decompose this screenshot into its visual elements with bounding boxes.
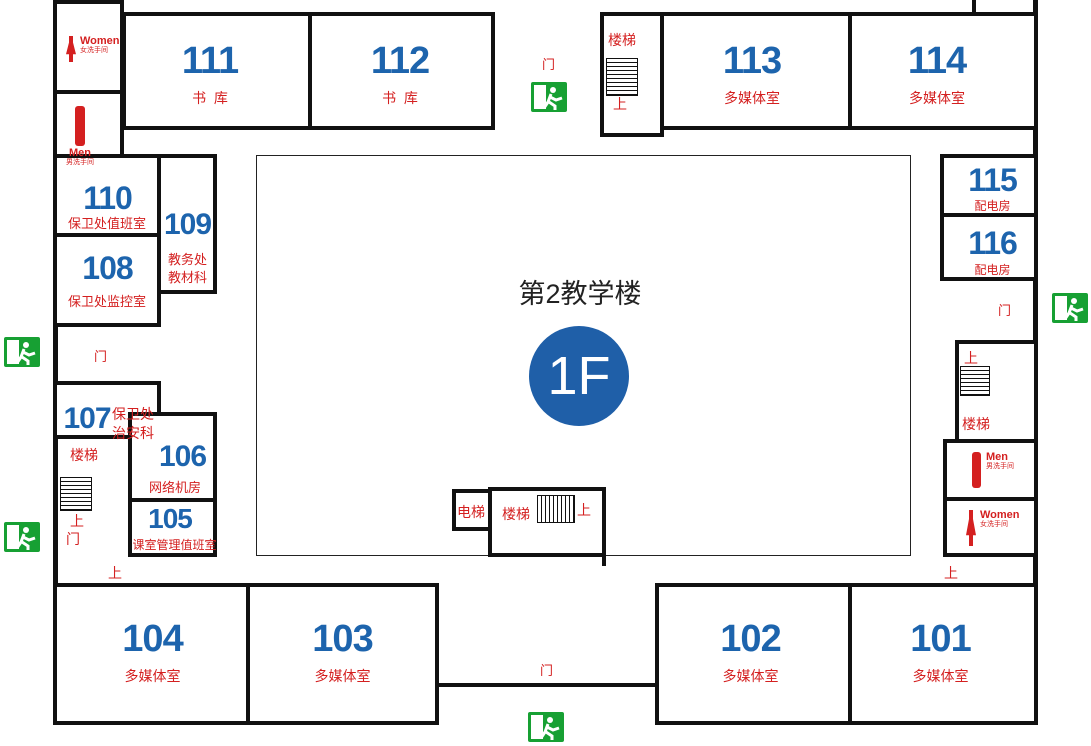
stairs-icon — [606, 58, 638, 96]
up-label: 上 — [108, 565, 122, 581]
room-number: 113 — [722, 40, 782, 82]
door-label: 门 — [94, 349, 108, 364]
up-label: 上 — [613, 96, 627, 112]
men-sign: Men 男洗手间 — [66, 106, 94, 168]
women-sign: Women 女洗手间 — [66, 35, 120, 62]
floor-badge: 1F — [529, 326, 629, 426]
men-label-zh: 男洗手间 — [986, 463, 1014, 470]
men-label: Men — [69, 147, 91, 159]
room-number: 116 — [968, 225, 1018, 261]
room-name: 书 库 — [382, 90, 418, 106]
emergency-exit-icon[interactable] — [4, 522, 40, 552]
room-number: 115 — [968, 162, 1018, 198]
room-name: 多媒体室 — [724, 90, 780, 106]
stairs-label: 楼梯 — [502, 506, 530, 522]
men-label-zh: 男洗手间 — [66, 159, 94, 166]
stairs-icon — [960, 366, 990, 396]
up-label: 上 — [964, 350, 978, 366]
room-number: 114 — [907, 40, 967, 82]
room-108[interactable] — [53, 233, 161, 327]
room-106[interactable] — [128, 412, 217, 502]
women-restroom-left[interactable] — [53, 0, 124, 94]
stairs-icon — [60, 477, 92, 511]
floor-label: 1F — [547, 346, 611, 406]
women-label: Women — [980, 509, 1020, 521]
room-number: 105 — [148, 503, 193, 534]
room-name: 多媒体室 — [314, 668, 371, 684]
wall — [972, 0, 976, 14]
room-number: 108 — [82, 250, 133, 286]
wall — [437, 683, 659, 687]
room-number: 101 — [910, 618, 971, 660]
room-name: 保卫处监控室 — [67, 294, 146, 309]
room-name: 网络机房 — [148, 480, 201, 495]
women-sign: Women 女洗手间 — [966, 509, 1020, 546]
room-number: 104 — [122, 618, 183, 660]
women-label: Women — [80, 35, 120, 47]
elevator-label: 电梯 — [457, 504, 485, 520]
room-102[interactable] — [655, 583, 852, 725]
wall — [53, 0, 58, 725]
room-name: 教务处 — [167, 252, 207, 267]
room-name: 教材科 — [167, 270, 207, 285]
women-label-zh: 女洗手间 — [80, 47, 108, 54]
stairs-label: 楼梯 — [608, 32, 636, 48]
room-name: 配电房 — [974, 199, 1011, 213]
room-name: 保卫处 — [112, 406, 154, 422]
room-111[interactable] — [122, 12, 312, 130]
women-label-zh: 女洗手间 — [980, 521, 1008, 528]
up-label: 上 — [944, 565, 958, 581]
room-number: 109 — [163, 208, 212, 241]
room-109[interactable] — [157, 154, 217, 294]
room-105[interactable] — [128, 498, 217, 557]
room-number: 102 — [720, 618, 781, 660]
emergency-exit-icon[interactable] — [528, 712, 564, 742]
room-name: 多媒体室 — [912, 668, 969, 684]
room-number: 106 — [158, 440, 207, 473]
emergency-exit-icon[interactable] — [531, 82, 567, 112]
stairs-label: 楼梯 — [962, 416, 990, 432]
up-label: 上 — [70, 513, 84, 529]
door-label: 门 — [540, 663, 554, 678]
room-number: 110 — [83, 180, 133, 216]
stairs-icon — [537, 495, 575, 523]
room-107[interactable] — [53, 381, 161, 439]
wall — [602, 520, 606, 566]
wall — [53, 555, 58, 585]
men-label: Men — [986, 451, 1008, 463]
emergency-exit-icon[interactable] — [1052, 293, 1088, 323]
building-title: 第2教学楼 — [518, 279, 642, 309]
up-label: 上 — [577, 502, 591, 518]
room-116[interactable] — [940, 213, 1038, 281]
room-name: 课室管理值班室 — [132, 538, 217, 552]
room-name: 书 库 — [192, 90, 228, 106]
emergency-exit-icon[interactable] — [4, 337, 40, 367]
door-label: 门 — [542, 57, 556, 72]
room-name: 多媒体室 — [124, 668, 181, 684]
room-103[interactable] — [246, 583, 439, 725]
men-sign: Men 男洗手间 — [972, 451, 1014, 488]
door-label: 门 — [66, 531, 80, 547]
room-112[interactable] — [308, 12, 495, 130]
room-name: 配电房 — [974, 263, 1011, 277]
room-name: 多媒体室 — [909, 90, 965, 106]
room-name: 治安科 — [112, 425, 154, 441]
room-101[interactable] — [848, 583, 1038, 725]
room-number: 103 — [312, 618, 373, 660]
door-label: 门 — [998, 303, 1012, 318]
room-number: 107 — [63, 402, 111, 435]
room-114[interactable] — [848, 12, 1038, 130]
room-name: 多媒体室 — [722, 668, 779, 684]
women-restroom-right[interactable] — [943, 497, 1038, 557]
room-number: 111 — [181, 40, 239, 82]
room-number: 112 — [370, 40, 430, 82]
room-name: 保卫处值班室 — [67, 216, 146, 231]
stairs-label: 楼梯 — [70, 447, 98, 463]
room-115[interactable] — [940, 154, 1038, 217]
